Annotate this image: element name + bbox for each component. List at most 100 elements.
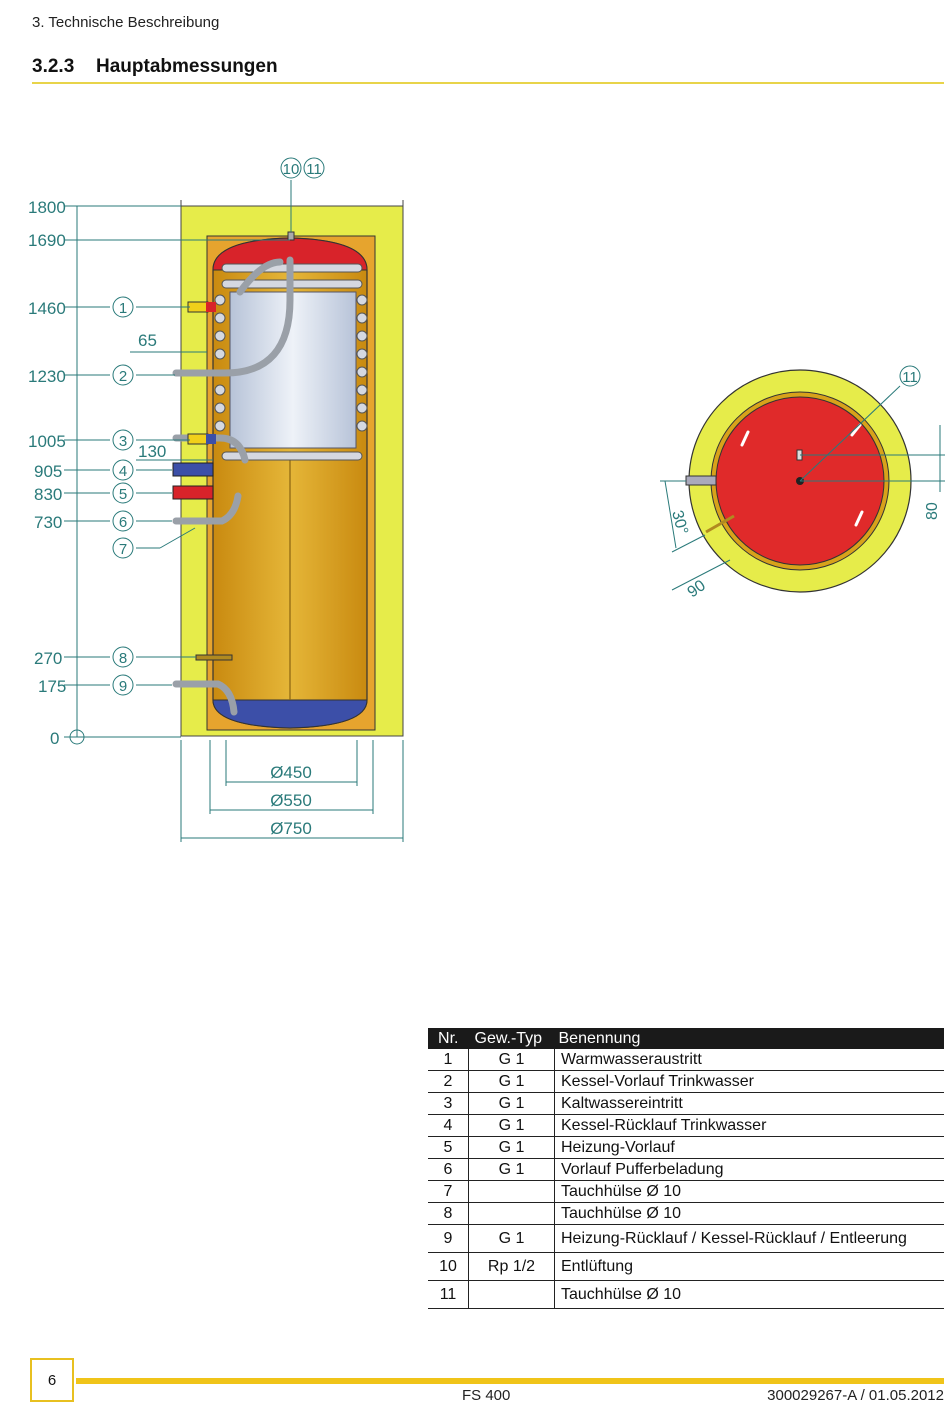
row-type: Rp 1/2: [468, 1252, 555, 1281]
row-designation: Tauchhülse Ø 10: [554, 1202, 944, 1225]
row-type: G 1: [468, 1114, 555, 1137]
row-nr: 8: [428, 1202, 469, 1225]
callout-4: 4: [119, 463, 127, 480]
row-designation: Kaltwassereintritt: [554, 1092, 944, 1115]
row-type: [468, 1180, 555, 1203]
height-1005: 1005: [28, 432, 66, 451]
footer-rule: [76, 1378, 944, 1384]
height-175: 175: [38, 677, 66, 696]
table-header-row: Nr. Gew.-Typ Benennung: [428, 1028, 944, 1049]
callout-5: 5: [119, 486, 127, 503]
internal-pipes: [172, 256, 294, 716]
row-nr: 5: [428, 1136, 469, 1159]
row-type: G 1: [468, 1158, 555, 1181]
callout-3: 3: [119, 433, 127, 450]
top-view-callout-11: 11: [902, 369, 918, 386]
callout-10: 10: [283, 161, 300, 178]
height-270: 270: [34, 649, 62, 668]
row-nr: 7: [428, 1180, 469, 1203]
page-number: 6: [30, 1358, 74, 1402]
row-type: G 1: [468, 1049, 555, 1071]
row-type: G 1: [468, 1224, 555, 1253]
row-designation: Tauchhülse Ø 10: [554, 1180, 944, 1203]
callout-11: 11: [306, 161, 322, 178]
diameter-450: Ø450: [270, 763, 312, 782]
height-1800: 1800: [28, 198, 66, 217]
row-nr: 11: [428, 1280, 469, 1309]
table-row: 8 Tauchhülse Ø 10: [428, 1202, 944, 1225]
height-830: 830: [34, 485, 62, 504]
callout-7: 7: [119, 541, 127, 558]
storage-tank-side-view: 1800 1690 1460 1230 1005 905 830 730 270…: [28, 157, 404, 842]
row-designation: Kessel-Rücklauf Trinkwasser: [554, 1114, 944, 1137]
running-header: 3. Technische Beschreibung: [32, 14, 220, 31]
row-designation: Heizung-Vorlauf: [554, 1136, 944, 1159]
footer-doc-id: 300029267-A / 01.05.2012: [767, 1387, 944, 1404]
height-905: 905: [34, 462, 62, 481]
row-nr: 9: [428, 1224, 469, 1253]
callout-9: 9: [119, 678, 127, 695]
header-designation: Benennung: [554, 1028, 944, 1049]
diameter-750: Ø750: [270, 819, 312, 838]
top-view-connection: [685, 475, 717, 486]
dim-65: 65: [138, 331, 157, 350]
row-designation: Kessel-Vorlauf Trinkwasser: [554, 1070, 944, 1093]
height-0: 0: [50, 729, 59, 748]
height-1230: 1230: [28, 367, 66, 386]
row-type: G 1: [468, 1136, 555, 1159]
callout-1: 1: [119, 300, 127, 317]
row-type: [468, 1202, 555, 1225]
row-nr: 4: [428, 1114, 469, 1137]
row-designation: Entlüftung: [554, 1252, 944, 1281]
angle-30: 30°: [668, 509, 691, 537]
height-1690: 1690: [28, 231, 66, 250]
height-labels: 1800 1690 1460 1230 1005 905 830 730 270…: [28, 198, 166, 748]
row-designation: Warmwasseraustritt: [554, 1049, 944, 1071]
footer-product: FS 400: [462, 1387, 511, 1404]
dim-130: 130: [138, 442, 166, 461]
row-type: G 1: [468, 1092, 555, 1115]
row-type: [468, 1280, 555, 1309]
connection-5-pipe: [172, 485, 214, 500]
callout-2: 2: [119, 368, 127, 385]
connection-4-pipe: [172, 462, 214, 477]
row-designation: Vorlauf Pufferbeladung: [554, 1158, 944, 1181]
section-heading: 3.2.3 Hauptabmessungen: [32, 56, 278, 78]
height-1460: 1460: [28, 299, 66, 318]
dim-90: 90: [685, 577, 709, 601]
storage-tank-top-view: 11 30° 90 80: [660, 365, 945, 601]
height-730: 730: [34, 513, 62, 532]
connection-callouts: [112, 157, 325, 696]
diameter-550: Ø550: [270, 791, 312, 810]
height-dimension-lines: [64, 180, 404, 842]
row-nr: 1: [428, 1049, 469, 1071]
row-nr: 6: [428, 1158, 469, 1181]
table-row: 11 Tauchhülse Ø 10: [428, 1280, 944, 1309]
callout-8: 8: [119, 650, 127, 667]
top-view-dimensions: [660, 365, 945, 591]
row-type: G 1: [468, 1070, 555, 1093]
tank-bottom-cold-zone: [212, 699, 368, 729]
header-nr: Nr.: [428, 1028, 469, 1049]
row-designation: Tauchhülse Ø 10: [554, 1280, 944, 1309]
row-nr: 3: [428, 1092, 469, 1115]
row-nr: 10: [428, 1252, 469, 1281]
dim-80: 80: [924, 502, 941, 520]
section-title: Hauptabmessungen: [96, 56, 278, 77]
header-thread-type: Gew.-Typ: [468, 1028, 555, 1049]
row-nr: 2: [428, 1070, 469, 1093]
row-designation: Heizung-Rücklauf / Kessel-Rücklauf / Ent…: [554, 1224, 944, 1253]
heading-rule: [32, 82, 944, 84]
section-number: 3.2.3: [32, 56, 75, 77]
table-row: 7 Tauchhülse Ø 10: [428, 1180, 944, 1203]
callout-6: 6: [119, 514, 127, 531]
